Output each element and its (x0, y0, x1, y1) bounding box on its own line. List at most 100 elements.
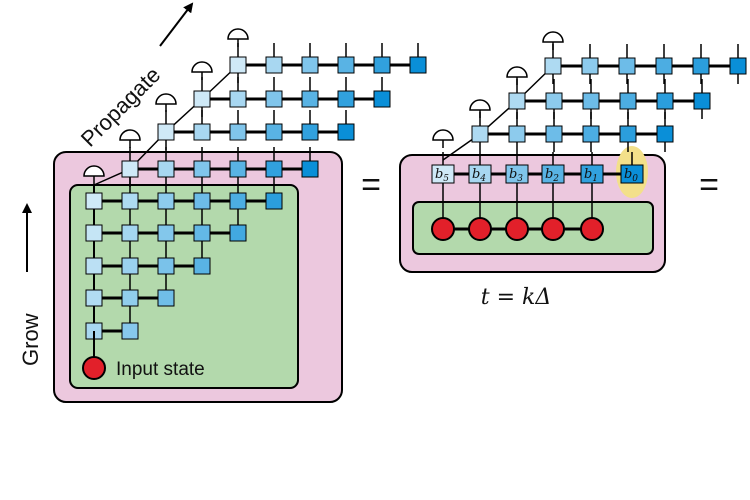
bond-node (505, 164, 529, 184)
measurement-icon (227, 28, 249, 40)
bond-label: b2 (545, 167, 559, 184)
left-tensor-node (229, 160, 247, 178)
bond-node (468, 164, 492, 184)
left-tensor-node (373, 56, 391, 74)
mid-tensor-node (655, 57, 673, 75)
mid-tensor-node (508, 125, 526, 143)
measurement-icon (506, 66, 528, 78)
mid-tensor-node (582, 92, 600, 110)
left-tensor-node (229, 224, 247, 242)
mid-tensor-node (692, 57, 710, 75)
left-tensor-node (193, 123, 211, 141)
bond-label-subscript: 3 (517, 174, 523, 184)
input-state-node (431, 217, 455, 241)
input-state-node (468, 217, 492, 241)
left-tensor-node (265, 123, 283, 141)
bond-label-base: b (435, 167, 443, 182)
bond-label-base: b (545, 167, 553, 182)
mid-tensor-node (508, 92, 526, 110)
left-tensor-node (193, 224, 211, 242)
mid-tensor-node (545, 92, 563, 110)
left-green-panel (69, 184, 299, 389)
left-tensor-node (229, 123, 247, 141)
mid-tensor-node (693, 92, 711, 110)
mid-tensor-node (656, 92, 674, 110)
input-state-node (541, 217, 565, 241)
mid-tensor-node (729, 57, 747, 75)
bond-node (431, 164, 455, 184)
measurement-icon (119, 129, 141, 141)
bond-label-subscript: 1 (592, 174, 598, 184)
left-tensor-node (193, 192, 211, 210)
left-tensor-node (229, 56, 247, 74)
left-tensor-node (409, 56, 427, 74)
left-tensor-node (337, 90, 355, 108)
bond-label-subscript: 4 (479, 174, 486, 184)
mid-tensor-node (619, 125, 637, 143)
propagate-arrow (159, 2, 194, 47)
left-tensor-network (83, 28, 427, 357)
left-tensor-node (265, 90, 283, 108)
bond-label-base: b (584, 167, 592, 182)
input-state-node (505, 217, 529, 241)
left-tensor-node (121, 289, 139, 307)
left-tensor-node (301, 160, 319, 178)
measurement-icon (155, 93, 177, 105)
left-tensor-node (121, 224, 139, 242)
left-tensor-node (193, 257, 211, 275)
left-tensor-node (229, 192, 247, 210)
left-tensor-node (121, 322, 139, 340)
mid-tensor-node (619, 92, 637, 110)
equals-sign-1: = (361, 166, 381, 204)
left-tensor-node (85, 192, 103, 210)
bond-label-subscript: 5 (443, 174, 449, 184)
left-tensor-node (301, 90, 319, 108)
measurement-icon (83, 165, 105, 177)
bond-node (580, 164, 604, 184)
grow-label: Grow (18, 313, 43, 366)
left-tensor-node (265, 160, 283, 178)
left-tensor-node (157, 224, 175, 242)
mid-tensor-node (656, 125, 674, 143)
left-tensor-node (157, 289, 175, 307)
bond-label: b5 (435, 167, 449, 184)
left-tensor-node (301, 56, 319, 74)
left-tensor-node (193, 160, 211, 178)
input-state-node (580, 217, 604, 241)
bond-label: b0 (624, 167, 638, 184)
left-tensor-node (301, 123, 319, 141)
mid-tensor-node (582, 125, 600, 143)
left-tensor-node (265, 192, 283, 210)
left-tensor-node (157, 192, 175, 210)
left-tensor-node (157, 257, 175, 275)
bond-label: b4 (472, 167, 486, 184)
equals-sign-2: = (699, 166, 719, 204)
mid-tensor-node (545, 125, 563, 143)
input-state-legend-node (82, 356, 106, 380)
left-tensor-node (373, 90, 391, 108)
bond-label-base: b (509, 167, 517, 182)
bond-node (541, 164, 565, 184)
measurement-icon (469, 99, 491, 111)
mid-tensor-node (544, 57, 562, 75)
mid-tensor-node (471, 125, 489, 143)
left-tensor-node (265, 56, 283, 74)
bond-node (620, 164, 644, 184)
mid-tensor-node (618, 57, 636, 75)
left-tensor-node (121, 160, 139, 178)
bond-label-base: b (624, 167, 632, 182)
measurement-icon (191, 61, 213, 73)
left-tensor-node (157, 160, 175, 178)
input-state-label: Input state (116, 359, 205, 380)
left-tensor-node (157, 123, 175, 141)
left-tensor-node (337, 123, 355, 141)
bond-label: b1 (584, 167, 598, 184)
left-tensor-node (337, 56, 355, 74)
mid-tensor-node (581, 57, 599, 75)
left-tensor-node (85, 224, 103, 242)
measurement-icon (542, 31, 564, 43)
bond-label-subscript: 2 (552, 174, 559, 184)
left-tensor-node (229, 90, 247, 108)
